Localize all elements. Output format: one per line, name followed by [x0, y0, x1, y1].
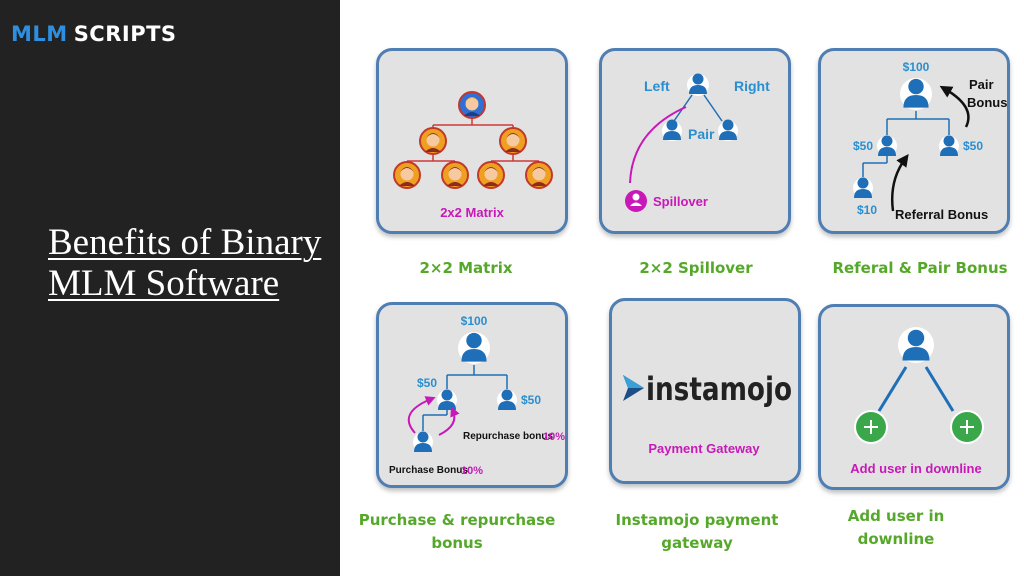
caption-2x2-matrix: 2×2 Matrix	[419, 259, 513, 277]
bottom-amount: $10	[857, 203, 877, 217]
slide-title: Benefits of Binary MLM Software	[48, 222, 322, 304]
left-amount: $50	[853, 139, 873, 153]
right-label: Right	[734, 78, 770, 94]
matrix-tree-diagram: 2x2 Matrix	[393, 91, 553, 220]
caption-referral-pair-bonus: Referal & Pair Bonus	[832, 259, 1008, 277]
caption-2x2-spillover: 2×2 Spillover	[639, 259, 753, 277]
purchase-label: Purchase Bonus	[389, 465, 468, 476]
card-add-user-downline: Add user in downline	[818, 304, 1010, 490]
pair-label: Pair	[688, 126, 715, 142]
card-2x2-matrix: 2x2 Matrix	[376, 48, 568, 234]
purchase-percent: 10%	[461, 465, 483, 477]
pair-label-line1: Pair	[969, 77, 994, 92]
pair-label-line2: Bonus	[967, 95, 1007, 110]
left-label: Left	[644, 78, 670, 94]
downline-diagram: Add user in downline	[850, 327, 984, 476]
matrix-label: 2x2 Matrix	[440, 205, 504, 220]
top-amount: $100	[461, 314, 488, 328]
card-referral-pair-bonus: $100 Pair Bonus $50 $50 $10 Referral Bon…	[818, 48, 1010, 234]
purchase-tree-diagram: $100 $50 $50 Repurchase bonus 10% Purcha…	[389, 314, 565, 477]
payment-gateway-label: Payment Gateway	[648, 441, 760, 456]
referral-tree-diagram: $100 Pair Bonus $50 $50 $10 Referral Bon…	[853, 60, 1007, 222]
add-user-left-icon	[854, 410, 888, 444]
left-amount: $50	[417, 376, 437, 390]
card-2x2-spillover: Left Right Pair Spillover	[599, 48, 791, 234]
instamojo-logo-diagram: instamojo Payment Gateway	[623, 370, 792, 456]
top-amount: $100	[903, 60, 930, 74]
caption-instamojo: Instamojo payment gateway	[615, 511, 779, 552]
card-purchase-repurchase: $100 $50 $50 Repurchase bonus 10% Purcha…	[376, 302, 568, 488]
instamojo-wordmark: instamojo	[646, 370, 792, 408]
spillover-tree-diagram: Left Right Pair Spillover	[625, 73, 770, 212]
right-amount: $50	[521, 393, 541, 407]
card-instamojo: instamojo Payment Gateway	[609, 298, 801, 484]
repurchase-label: Repurchase bonus	[463, 431, 553, 442]
repurchase-percent: 10%	[543, 431, 565, 443]
referral-bonus-label: Referral Bonus	[895, 207, 988, 222]
add-user-label: Add user in downline	[850, 461, 981, 476]
caption-add-user-downline: Add user in downline	[847, 507, 945, 548]
caption-purchase-repurchase: Purchase & repurchase bonus	[358, 511, 556, 552]
right-amount: $50	[963, 139, 983, 153]
spillover-label: Spillover	[653, 194, 708, 209]
add-user-right-icon	[950, 410, 984, 444]
